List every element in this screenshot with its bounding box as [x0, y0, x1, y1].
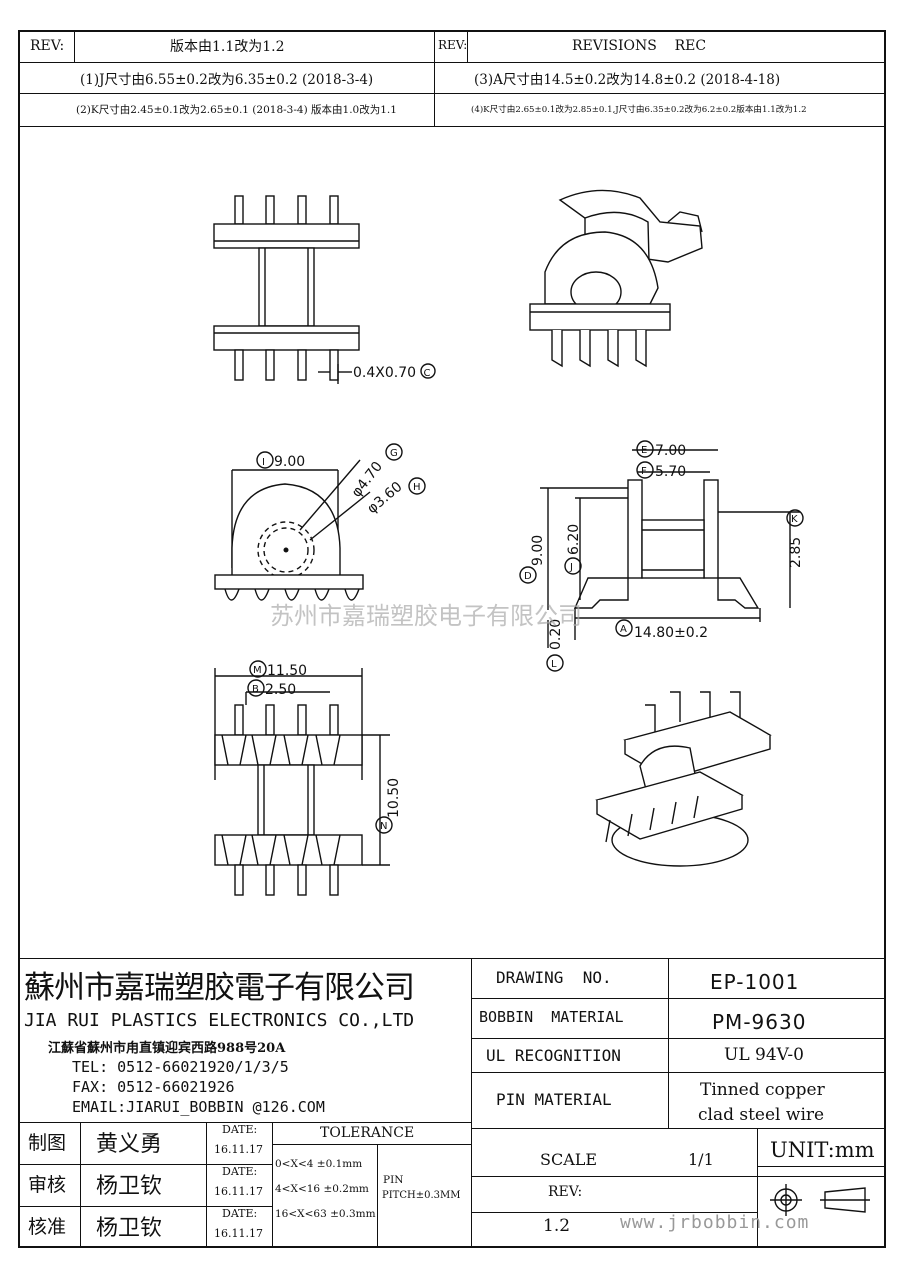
rev-label-left: REV: — [30, 38, 65, 54]
drawing-no-label: DRAWING NO. — [496, 968, 612, 987]
dim-n-val: 10.50 — [386, 778, 402, 818]
drawing-sheet — [18, 30, 886, 1248]
approval-role-2: 审核 — [28, 1174, 67, 1196]
pin-dim-ref: C — [424, 368, 431, 379]
side-view — [213, 195, 436, 384]
company-name-en: JIA RUI PLASTICS ELECTRONICS CO.,LTD — [24, 1010, 415, 1031]
approval-date-2: 16.11.17 — [214, 1185, 263, 1198]
isometric-bottom-view — [595, 691, 772, 867]
bobbin-drawing: 0.4X0.70 C I 9.00 G φ4.70 H φ3.60 — [213, 189, 804, 896]
approval-name-2: 杨卫钦 — [96, 1174, 163, 1199]
dim-k-ref: K — [791, 514, 798, 525]
dim-l-val: 0.20 — [548, 619, 564, 650]
dim-l-ref: L — [551, 659, 557, 670]
tolerance-range-3: 16<X<63 ±0.3mm — [275, 1208, 376, 1220]
approval-date-label-1: DATE: — [222, 1123, 258, 1136]
ul-recognition-value: UL 94V-0 — [724, 1045, 804, 1065]
rev-row1-left: (1)J尺寸由6.55±0.2改为6.35±0.2 (2018-3-4) — [80, 72, 374, 88]
pin-material-line1: Tinned copper — [700, 1080, 825, 1100]
approval-date-label-3: DATE: — [222, 1207, 258, 1220]
approval-date-1: 16.11.17 — [214, 1143, 263, 1156]
pin-material-line2: clad steel wire — [698, 1105, 825, 1125]
dim-e-ref: E — [641, 445, 647, 456]
website-watermark: www.jrbobbin.com — [620, 1212, 810, 1233]
pin-material-label: PIN MATERIAL — [496, 1090, 612, 1109]
rev-label-bottom: REV: — [548, 1184, 583, 1200]
approval-name-3: 杨卫钦 — [96, 1216, 163, 1241]
dim-f-ref: F — [641, 466, 647, 477]
bobbin-material-label: BOBBIN MATERIAL — [479, 1008, 624, 1026]
dim-e-val: 7.00 — [655, 443, 686, 459]
dim-m-ref: M — [253, 665, 262, 676]
dim-b-val: 2.50 — [265, 682, 296, 698]
company-address: 江蘇省蘇州市甪直镇迎宾西路988号20A — [48, 1041, 286, 1056]
dim-i-val: 9.00 — [274, 454, 305, 470]
pin-pitch-value: PITCH±0.3MM — [382, 1190, 461, 1201]
rev-header-left: 版本由1.1改为1.2 — [170, 39, 285, 55]
rev-row1-right: (3)A尺寸由14.5±0.2改为14.8±0.2 (2018-4-18) — [474, 72, 781, 88]
dim-k-val: 2.85 — [788, 537, 804, 568]
approval-date-label-2: DATE: — [222, 1165, 258, 1178]
dim-b-ref: B — [252, 684, 259, 695]
dim-j-ref: J — [569, 562, 573, 573]
front-view — [214, 443, 426, 601]
tolerance-range-1: 0<X<4 ±0.1mm — [275, 1158, 363, 1170]
approval-date-3: 16.11.17 — [214, 1227, 263, 1240]
dim-g-ref: G — [390, 448, 398, 459]
approval-role-3: 核准 — [28, 1216, 67, 1238]
rev-value-bottom: 1.2 — [543, 1216, 571, 1236]
company-email: EMAIL:JIARUI_BOBBIN @126.COM — [72, 1098, 325, 1116]
approval-name-1: 黄义勇 — [96, 1132, 163, 1157]
company-fax: FAX: 0512-66021926 — [72, 1078, 235, 1096]
approval-role-1: 制图 — [28, 1132, 67, 1154]
projection-symbol — [770, 1184, 870, 1216]
dim-a-val: 14.80±0.2 — [634, 625, 708, 641]
rev-label-right: REV: — [438, 38, 468, 52]
dim-a-ref: A — [620, 624, 627, 635]
company-name-cn: 蘇州市嘉瑞塑胶電子有限公司 — [24, 970, 415, 1006]
pin-dim-label: 0.4X0.70 — [353, 365, 416, 381]
isometric-top-view — [529, 189, 703, 368]
rev-row2-right: (4)K尺寸由2.65±0.1改为2.85±0.1,J尺寸由6.35±0.2改为… — [471, 105, 807, 115]
dim-d-val: 9.00 — [530, 535, 546, 566]
tolerance-label: TOLERANCE — [320, 1125, 415, 1141]
drawing-no-value: EP-1001 — [710, 970, 800, 994]
scale-value: 1/1 — [688, 1150, 714, 1169]
rev-header-right: REVISIONS REC — [572, 38, 707, 54]
dim-m-val: 11.50 — [267, 663, 307, 679]
pin-pitch-label: PIN — [383, 1174, 404, 1186]
tolerance-range-2: 4<X<16 ±0.2mm — [275, 1183, 369, 1195]
scale-label: SCALE — [540, 1150, 598, 1169]
dim-d-ref: D — [524, 571, 532, 582]
rev-row2-left: (2)K尺寸由2.45±0.1改为2.65±0.1 (2018-3-4) 版本由… — [76, 104, 397, 116]
dim-f-val: 5.70 — [655, 464, 686, 480]
dim-j-val: 6.20 — [566, 524, 582, 555]
dim-h-ref: H — [413, 482, 421, 493]
dim-n-ref: N — [380, 821, 387, 832]
bobbin-material-value: PM-9630 — [712, 1010, 807, 1034]
unit-label: UNIT:mm — [770, 1138, 875, 1162]
top-view — [214, 660, 393, 896]
section-view — [519, 440, 804, 672]
watermark: 苏州市嘉瑞塑胶电子有限公司 — [270, 602, 582, 630]
company-tel: TEL: 0512-66021920/1/3/5 — [72, 1058, 289, 1076]
dim-i-ref: I — [262, 457, 265, 468]
ul-recognition-label: UL RECOGNITION — [486, 1046, 621, 1065]
